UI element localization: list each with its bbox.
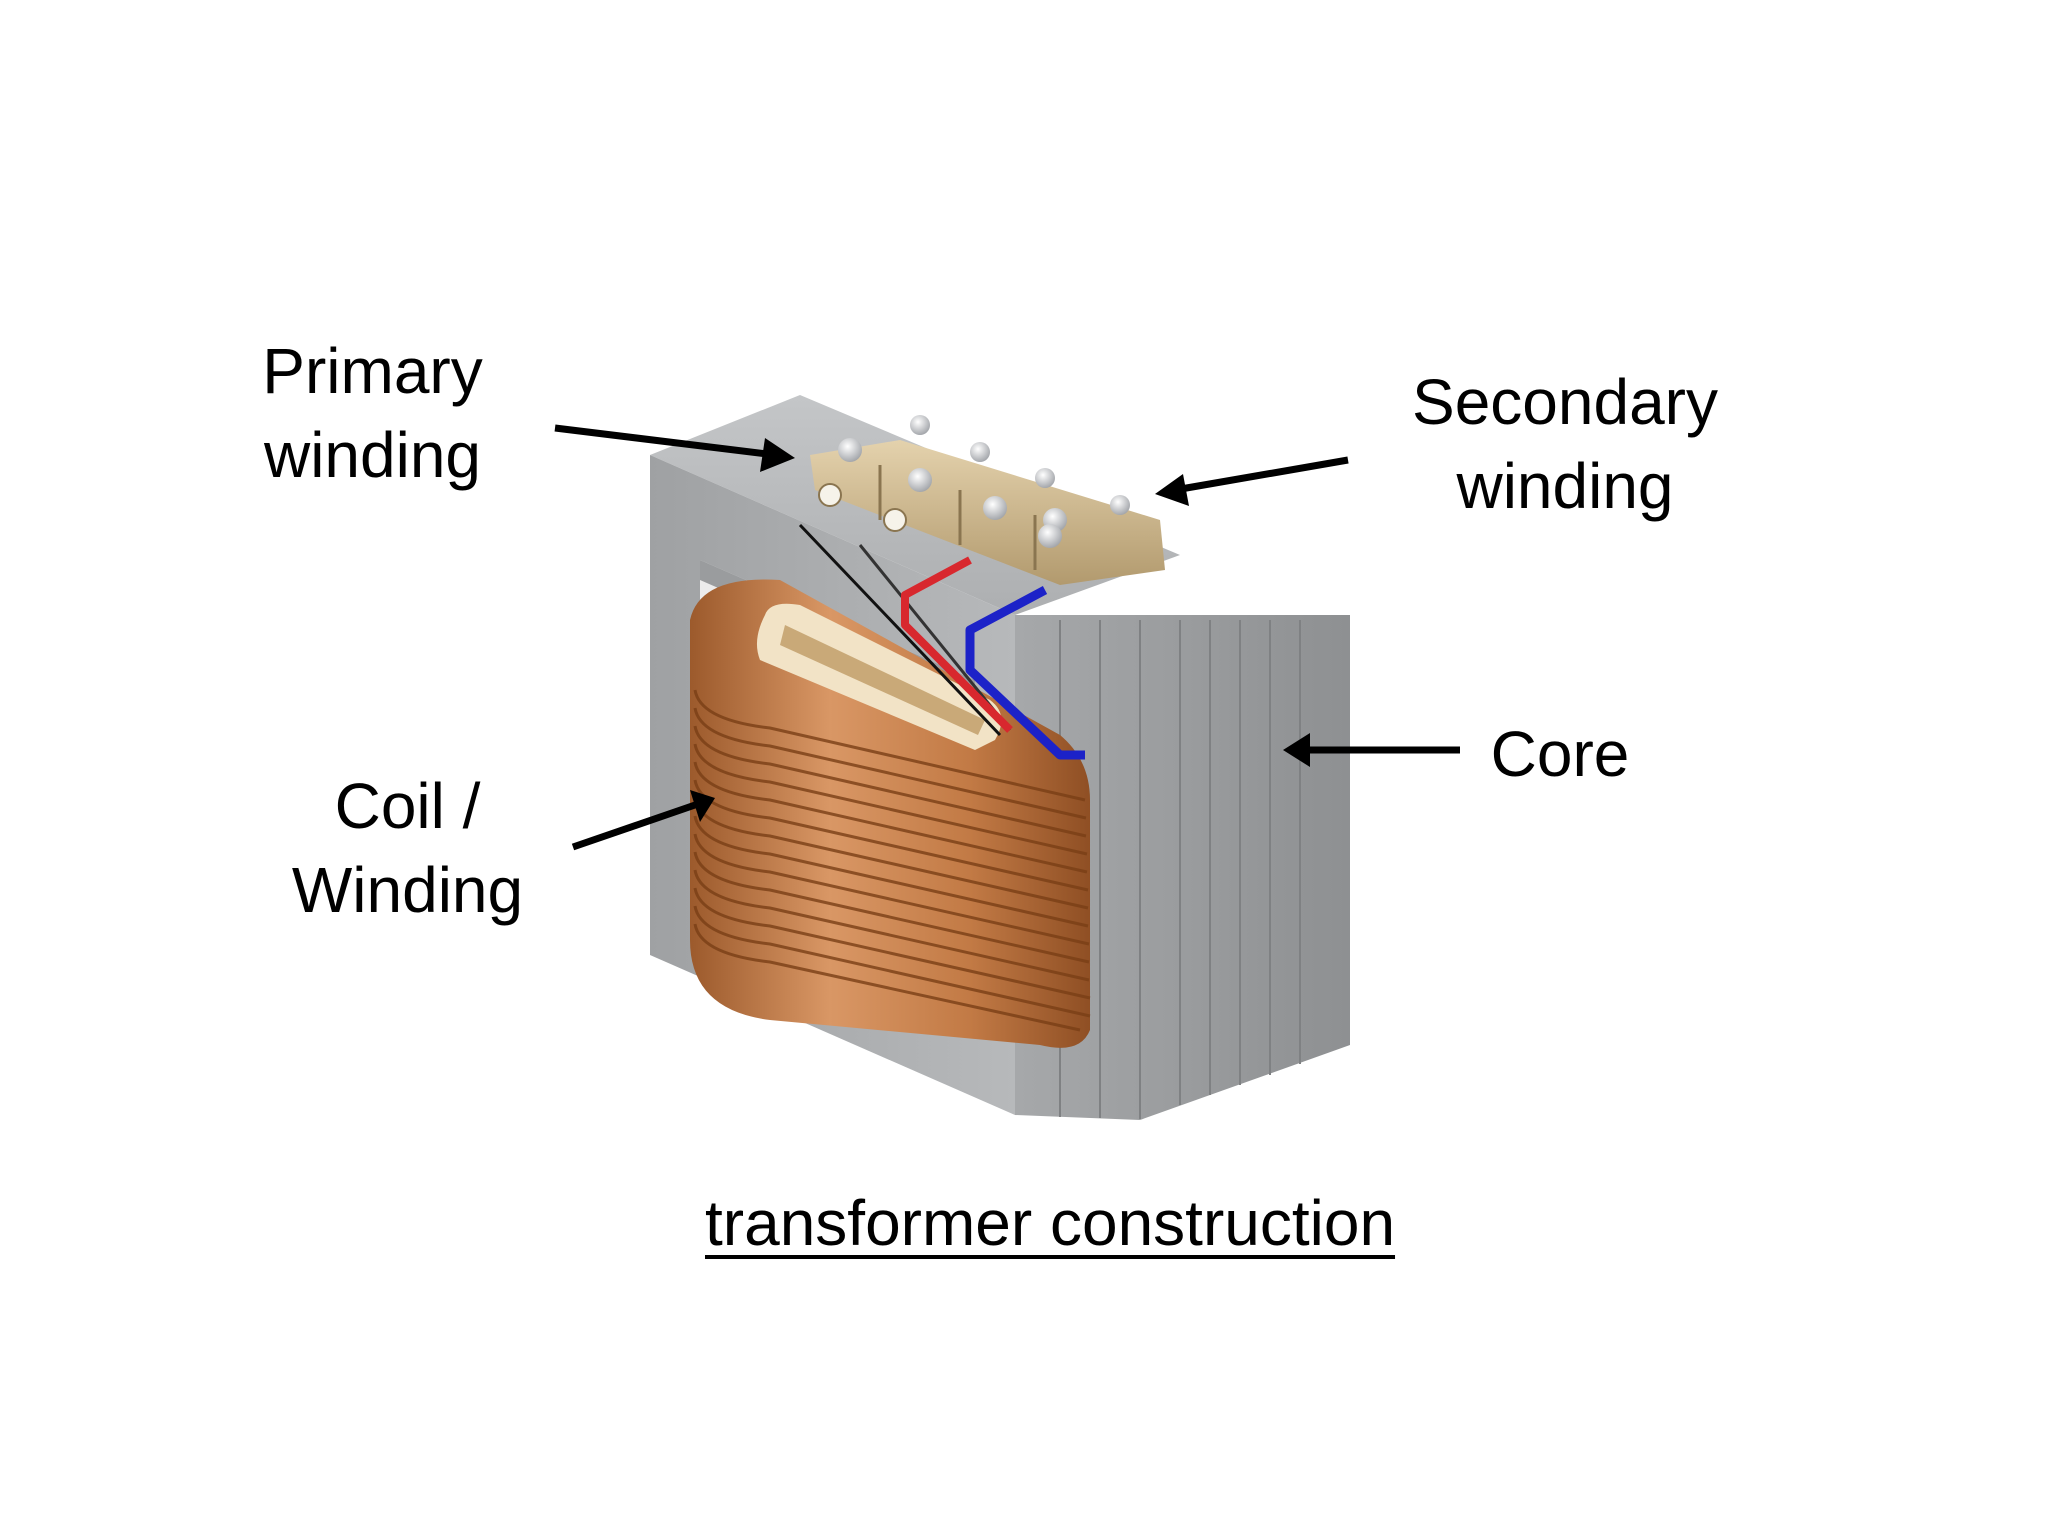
copper-coil (690, 579, 1091, 1048)
primary-winding-arrow (554, 424, 795, 472)
diagram-caption: transformer construction (705, 1187, 1396, 1259)
coil-winding-arrow (571, 790, 715, 851)
label-arrows (554, 424, 1460, 851)
primary-winding-line-1: Primary (262, 335, 483, 407)
primary-winding-label: Primary winding (240, 329, 505, 497)
secondary-winding-line-2: winding (1456, 450, 1674, 522)
coil-winding-line-2: Winding (291, 854, 524, 926)
secondary-winding-label: Secondary winding (1395, 360, 1735, 528)
terminal-block (810, 415, 1165, 585)
coil-winding-line-1: Coil / (334, 770, 481, 842)
core-arrow (1283, 733, 1460, 767)
terminal-screws (818, 415, 1130, 548)
primary-winding-line-2: winding (263, 419, 482, 491)
core-label: Core (1490, 718, 1630, 790)
lead-wires (798, 523, 1085, 760)
coil-winding-label: Coil / Winding (275, 764, 540, 932)
secondary-winding-arrow (1155, 456, 1349, 506)
secondary-winding-line-1: Secondary (1412, 366, 1718, 438)
